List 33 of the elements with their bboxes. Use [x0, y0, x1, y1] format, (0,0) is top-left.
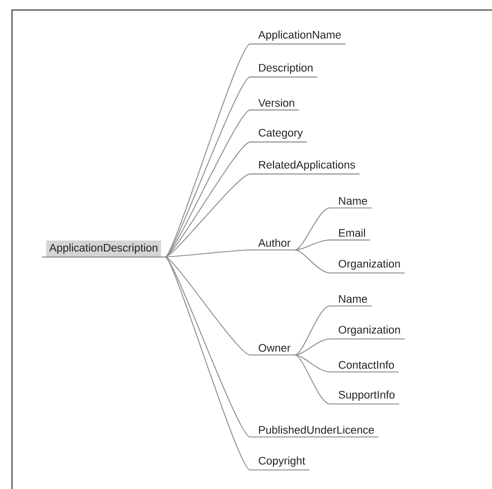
branch-line	[164, 174, 250, 258]
branch-line	[294, 250, 330, 274]
topic-label: Organization	[330, 326, 406, 340]
branch-line	[164, 110, 250, 258]
branch-line	[294, 208, 330, 250]
branch-line	[164, 250, 250, 258]
branch-line	[294, 240, 330, 250]
topic-label: PublishedUnderLicence	[250, 426, 380, 438]
topic-label: Organization	[330, 260, 406, 274]
topic-label: ApplicationName	[250, 30, 346, 44]
branch-line	[164, 76, 250, 258]
topic-label: RelatedApplications	[250, 160, 360, 174]
branch-line	[164, 256, 250, 470]
branch-line	[294, 306, 330, 356]
topic-label: SupportInfo	[330, 390, 400, 404]
topic-label: Author	[250, 238, 296, 250]
branch-line	[164, 256, 250, 356]
topic-label: Description	[250, 64, 318, 78]
topic-label: Version	[250, 98, 300, 110]
branch-line	[294, 354, 330, 404]
branch-line	[294, 338, 330, 356]
topic-label: Name	[330, 197, 372, 208]
branch-line	[164, 256, 250, 438]
branch-line	[294, 354, 330, 372]
root-topic: ApplicationDescription	[42, 240, 166, 258]
topic-label: Category	[250, 128, 308, 142]
branch-line	[164, 44, 250, 258]
topic-label: Email	[330, 228, 370, 240]
topic-label: Name	[330, 295, 372, 306]
branch-line	[164, 142, 250, 258]
topic-label: Owner	[250, 344, 296, 356]
topic-label: Copyright	[250, 456, 310, 470]
topic-label: ContactInfo	[330, 360, 400, 372]
